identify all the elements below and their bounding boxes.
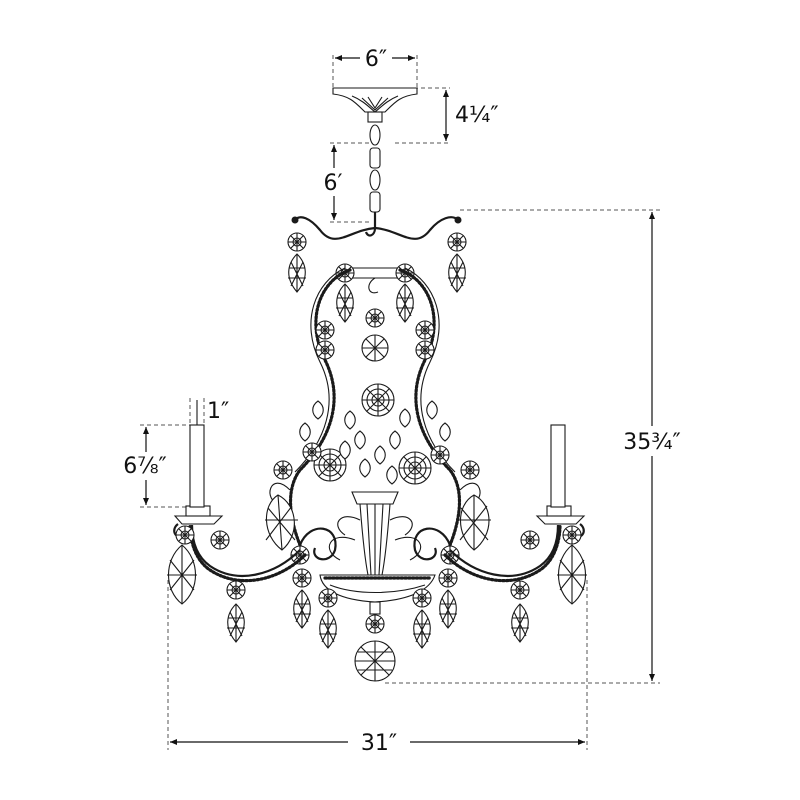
dimension-fixture-width: 31″ xyxy=(167,580,588,756)
chain-length-label: 6′ xyxy=(324,171,343,196)
lower-bowl xyxy=(319,574,436,682)
chandelier-illustration xyxy=(167,87,587,682)
canopy-height-label: 4¼″ xyxy=(455,103,499,128)
right-arm xyxy=(443,523,562,643)
right-candle xyxy=(535,424,587,605)
left-candle xyxy=(167,400,224,605)
central-urn xyxy=(328,491,422,576)
candle-height-label: 6⅞″ xyxy=(123,454,167,479)
crown-arms xyxy=(287,216,467,293)
dimension-canopy-width: 6″ xyxy=(332,44,418,90)
top-ring xyxy=(335,263,415,362)
dimension-chain-length: 6′ xyxy=(318,142,370,223)
left-arm xyxy=(188,523,307,643)
inner-side-crystals xyxy=(265,494,491,551)
canopy-width-label: 6″ xyxy=(365,47,387,72)
candle-width-label: 1″ xyxy=(207,399,229,424)
fixture-width-label: 31″ xyxy=(361,731,397,756)
beaded-cage xyxy=(289,267,461,547)
dimension-canopy-height: 4¼″ xyxy=(395,87,499,144)
chain xyxy=(364,124,381,237)
dimension-candle-width: 1″ xyxy=(189,398,229,425)
canopy xyxy=(332,87,418,123)
fixture-height-label: 35¾″ xyxy=(623,430,681,455)
dimension-candle-height: 6⅞″ xyxy=(118,424,190,508)
dimension-fixture-height: 35¾″ xyxy=(385,209,694,684)
